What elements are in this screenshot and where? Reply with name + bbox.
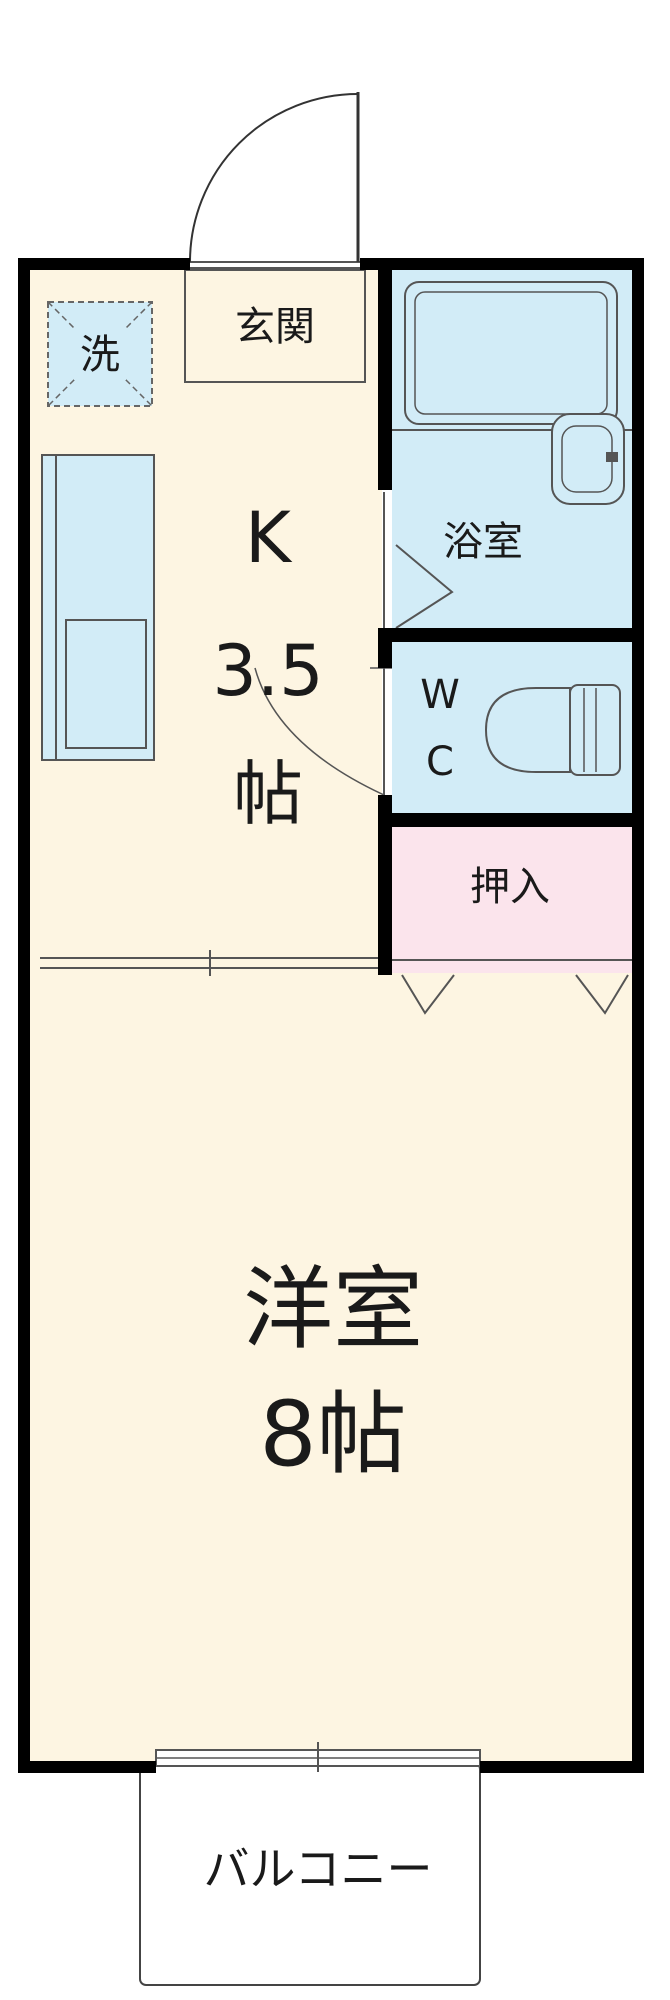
kitchen-name-label: K <box>245 497 293 579</box>
entrance-label: 玄関 <box>235 304 315 350</box>
kitchen-unit-label: 帖 <box>233 753 303 835</box>
bath-label: 浴室 <box>443 519 523 565</box>
balcony-window[interactable] <box>155 1742 481 1772</box>
entrance-area <box>184 269 366 383</box>
walls <box>18 258 644 1773</box>
western-room-size-label: 8帖 <box>259 1382 406 1487</box>
western-room-name-label: 洋室 <box>243 1257 423 1362</box>
kitchen-size-label: 3.5 <box>212 630 323 712</box>
laundry-label: 洗 <box>80 332 120 378</box>
kitchen-counter <box>41 454 155 761</box>
western-room-floor <box>28 973 634 1763</box>
wc-w-label: W <box>420 672 460 718</box>
closet-label: 押入 <box>470 864 550 910</box>
laundry-space <box>47 301 153 407</box>
toilet <box>484 684 621 776</box>
washbasin <box>551 413 625 505</box>
closet-floor <box>392 825 634 973</box>
bathtub <box>404 281 618 425</box>
wc-c-label: C <box>426 739 454 785</box>
entrance-door[interactable] <box>189 92 360 269</box>
bath-door[interactable] <box>383 492 454 629</box>
balcony-label: バルコニー <box>203 1842 432 1896</box>
sliding-door[interactable] <box>40 950 382 976</box>
closet-doors[interactable] <box>392 959 634 1015</box>
